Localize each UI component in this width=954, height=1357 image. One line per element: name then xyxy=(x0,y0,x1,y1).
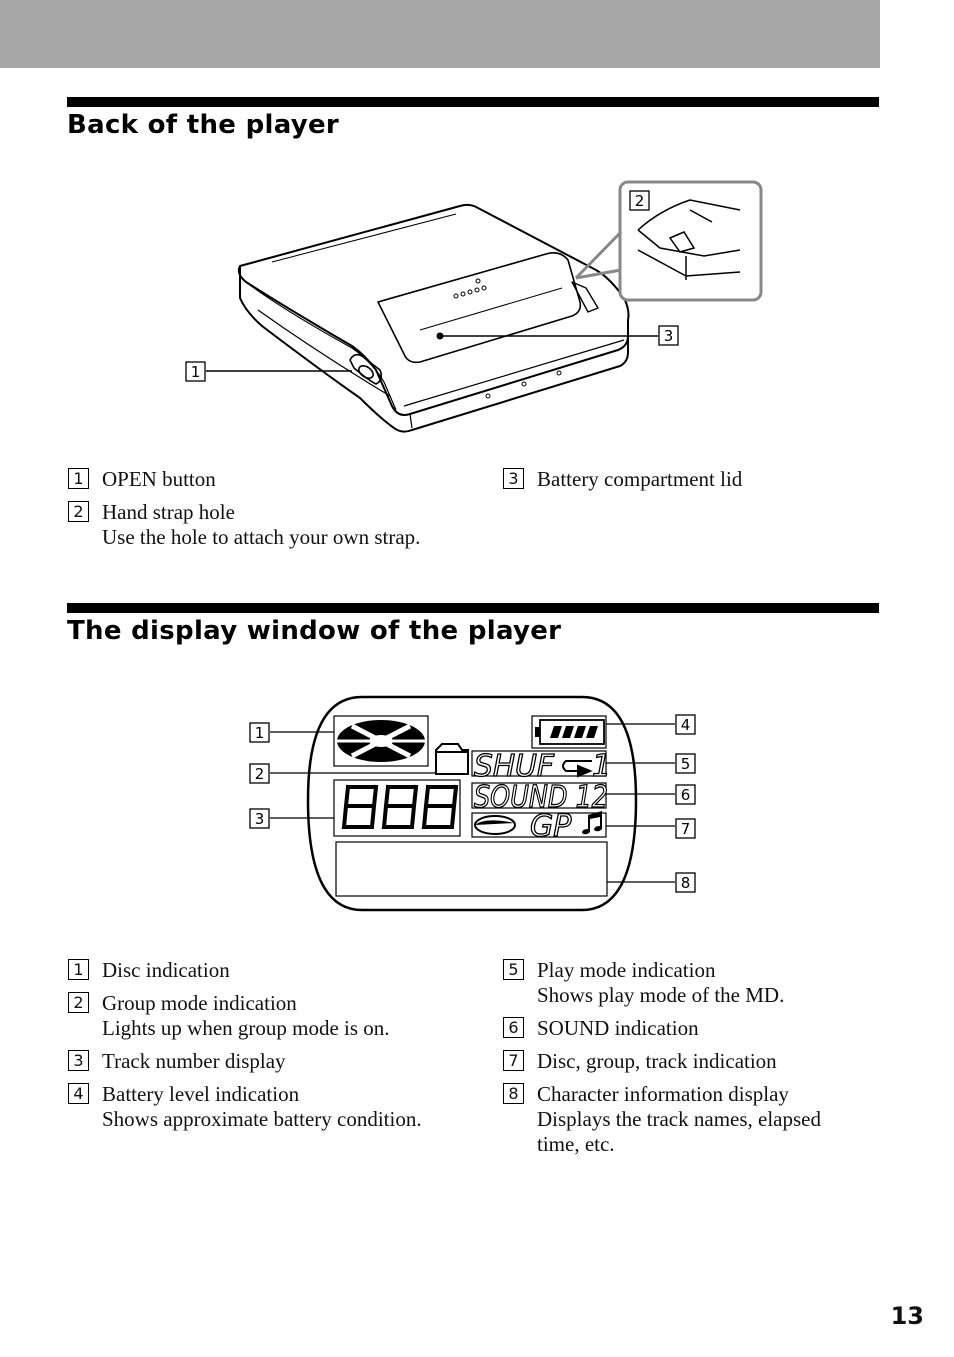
sound-label: SOUND 12 xyxy=(474,780,608,815)
item-number: 8 xyxy=(503,1083,524,1104)
item-label: Play mode indication xyxy=(537,958,716,982)
section-rule xyxy=(67,97,879,107)
svg-text:5: 5 xyxy=(681,755,691,773)
callout-box-7: 7 xyxy=(675,818,696,839)
item-description: time, etc. xyxy=(537,1132,615,1156)
item-label: Disc indication xyxy=(102,958,230,982)
item-label: OPEN button xyxy=(102,467,216,491)
battery-icon xyxy=(531,715,607,749)
item-number: 3 xyxy=(68,1050,89,1071)
item-number: 5 xyxy=(503,959,524,980)
legend-item-battery-lid: 3 Battery compartment lid xyxy=(503,467,742,492)
item-label: Battery level indication xyxy=(102,1082,300,1106)
item-description: Shows approximate battery condition. xyxy=(102,1107,422,1131)
legend-item-battery-level: 4 Battery level indication Shows approxi… xyxy=(68,1082,422,1132)
item-number: 2 xyxy=(68,992,89,1013)
repeat-arrow-icon xyxy=(562,760,593,778)
svg-text:6: 6 xyxy=(681,786,691,804)
mini-disc-icon xyxy=(474,815,516,835)
callout-box-2: 2 xyxy=(629,190,650,211)
item-label: Disc, group, track indication xyxy=(537,1049,777,1073)
item-label: Battery compartment lid xyxy=(537,467,743,491)
legend-item-hand-strap-hole: 2 Hand strap hole Use the hole to attach… xyxy=(68,500,420,550)
svg-text:1: 1 xyxy=(255,724,265,742)
item-description: Use the hole to attach your own strap. xyxy=(102,525,421,549)
open-button-shape xyxy=(349,353,383,385)
leader-lines xyxy=(270,723,675,883)
page-number: 13 xyxy=(890,1302,924,1330)
lid-dots xyxy=(453,278,562,399)
callout-box-4: 4 xyxy=(675,714,696,735)
item-number: 7 xyxy=(503,1050,524,1071)
svg-text:8: 8 xyxy=(681,874,691,892)
item-label: Group mode indication xyxy=(102,991,297,1015)
legend-item-character-info: 8 Character information display Displays… xyxy=(503,1082,821,1157)
item-description: Displays the track names, elapsed xyxy=(537,1107,821,1131)
callout-box-6: 6 xyxy=(675,784,696,805)
legend-item-play-mode: 5 Play mode indication Shows play mode o… xyxy=(503,958,784,1008)
player-body xyxy=(237,203,630,433)
music-note-icon xyxy=(582,811,602,835)
item-number: 6 xyxy=(503,1017,524,1038)
callout-box-3: 3 xyxy=(658,325,679,346)
gp-label: GP xyxy=(530,809,572,844)
item-label: Character information display xyxy=(537,1082,789,1106)
svg-text:4: 4 xyxy=(681,716,691,734)
leader-lines xyxy=(574,230,623,280)
item-label: Hand strap hole xyxy=(102,500,235,524)
item-number: 3 xyxy=(503,468,524,489)
display-window-illustration: SHUF 1 SOUND 12 GP 1 2 3 4 5 6 7 8 xyxy=(249,695,696,912)
item-number: 1 xyxy=(68,468,89,489)
character-display-box xyxy=(335,841,608,897)
legend-item-disc-group-track: 7 Disc, group, track indication xyxy=(503,1049,777,1074)
repeat-label: 1 xyxy=(592,749,611,784)
callout-box-1: 1 xyxy=(185,361,206,382)
header-band xyxy=(0,0,880,68)
section-rule xyxy=(67,603,879,613)
legend-item-group-mode: 2 Group mode indication Lights up when g… xyxy=(68,991,390,1041)
item-number: 1 xyxy=(68,959,89,980)
disc-icon xyxy=(337,720,425,762)
item-number: 2 xyxy=(68,501,89,522)
svg-text:2: 2 xyxy=(255,765,265,783)
item-description: Lights up when group mode is on. xyxy=(102,1016,390,1040)
player-back-illustration: 1 2 3 xyxy=(185,180,763,433)
legend-item-track-number: 3 Track number display xyxy=(68,1049,286,1074)
legend-item-disc-indication: 1 Disc indication xyxy=(68,958,230,983)
svg-text:7: 7 xyxy=(681,820,691,838)
svg-text:2: 2 xyxy=(635,192,645,210)
shuf-label: SHUF xyxy=(474,749,555,784)
callout-box-2: 2 xyxy=(249,763,270,784)
item-label: Track number display xyxy=(102,1049,286,1073)
section-title-back: Back of the player xyxy=(67,110,340,140)
item-label: SOUND indication xyxy=(537,1016,699,1040)
callout-box-3: 3 xyxy=(249,808,270,829)
callout-box-1: 1 xyxy=(249,722,270,743)
seven-segment-digits xyxy=(341,784,459,829)
svg-text:3: 3 xyxy=(255,810,265,828)
item-number: 4 xyxy=(68,1083,89,1104)
inset-detail xyxy=(637,199,741,280)
svg-text:3: 3 xyxy=(664,327,674,345)
callout-box-8: 8 xyxy=(675,872,696,893)
svg-text:1: 1 xyxy=(191,363,201,381)
section-title-display: The display window of the player xyxy=(67,616,562,646)
item-description: Shows play mode of the MD. xyxy=(537,983,785,1007)
folder-icon xyxy=(435,743,469,775)
legend-item-open-button: 1 OPEN button xyxy=(68,467,216,492)
legend-item-sound: 6 SOUND indication xyxy=(503,1016,699,1041)
callout-box-5: 5 xyxy=(675,753,696,774)
